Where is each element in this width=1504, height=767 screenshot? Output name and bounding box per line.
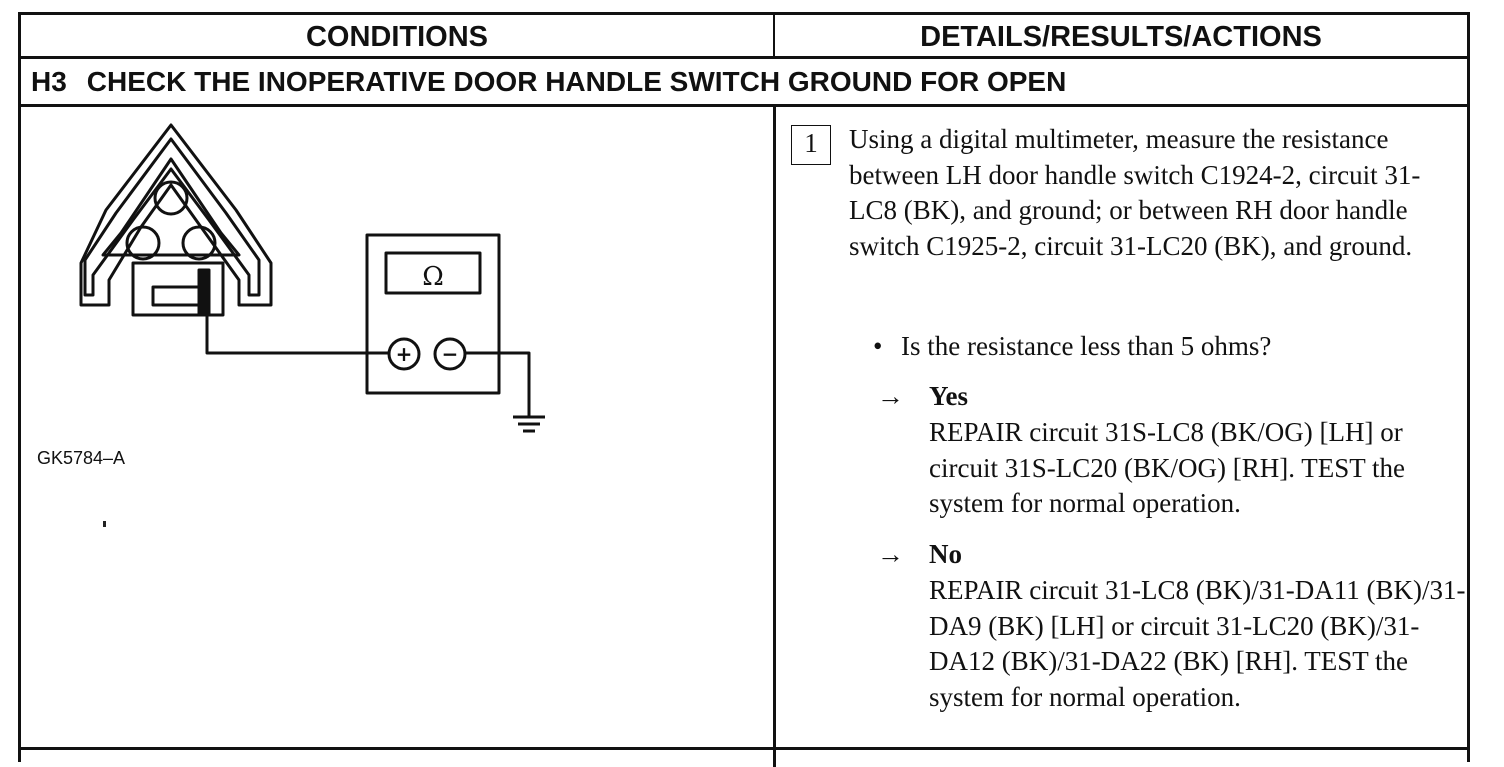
stray-mark: [103, 521, 106, 527]
column-divider: [773, 107, 776, 767]
connector-body: [101, 157, 241, 257]
table-bottom-rule: [21, 747, 1467, 750]
conditions-header: CONDITIONS: [21, 15, 775, 56]
connector-pin-2: [181, 225, 217, 261]
connector-pin-1: [153, 180, 189, 216]
step-title: CHECK THE INOPERATIVE DOOR HANDLE SWITCH…: [86, 66, 1067, 97]
multimeter-body: [365, 233, 501, 395]
ground-test-lead: [465, 351, 531, 417]
connector-latch: [131, 261, 225, 317]
connector-pin-3: [125, 225, 161, 261]
action-step-text: Using a digital multimeter, measure the …: [849, 124, 1421, 261]
minus-symbol: −: [442, 342, 459, 366]
connector-inner-shell: [83, 137, 261, 297]
connector-outer-shell: [79, 123, 273, 307]
yes-label: Yes: [929, 381, 968, 411]
no-text: REPAIR circuit 31-LC8 (BK)/31-DA11 (BK)/…: [929, 575, 1466, 712]
plus-symbol: +: [396, 342, 413, 366]
details-header: DETAILS/RESULTS/ACTIONS: [920, 21, 1322, 53]
question-text: Is the resistance less than 5 ohms?: [901, 331, 1272, 361]
bullet-icon: •: [873, 331, 883, 361]
arrow-right-icon: →: [877, 381, 904, 411]
multimeter-display: [384, 251, 482, 295]
procedure-table: CONDITIONS DETAILS/RESULTS/ACTIONS H3 CHE…: [18, 12, 1470, 767]
question-line: • Is the resistance less than 5 ohms?: [873, 329, 1453, 365]
step-title-row: H3 CHECK THE INOPERATIVE DOOR HANDLE SWIT…: [21, 59, 1467, 107]
probe-tip: [197, 268, 211, 317]
action-step-number: 1: [791, 125, 831, 165]
yes-text: REPAIR circuit 31S-LC8 (BK/OG) [LH] or c…: [929, 417, 1405, 518]
arrow-right-icon: →: [877, 539, 904, 569]
figure-id: GK5784–A: [37, 448, 126, 468]
ohm-symbol: Ω: [422, 262, 444, 292]
positive-test-lead: [205, 315, 389, 355]
table-header: CONDITIONS DETAILS/RESULTS/ACTIONS: [21, 15, 1467, 59]
multimeter-ground-diagram: Ω + −: [79, 123, 545, 433]
step-code: H3: [31, 66, 67, 97]
connector-latch-slot: [151, 285, 203, 307]
no-label: No: [929, 539, 962, 569]
